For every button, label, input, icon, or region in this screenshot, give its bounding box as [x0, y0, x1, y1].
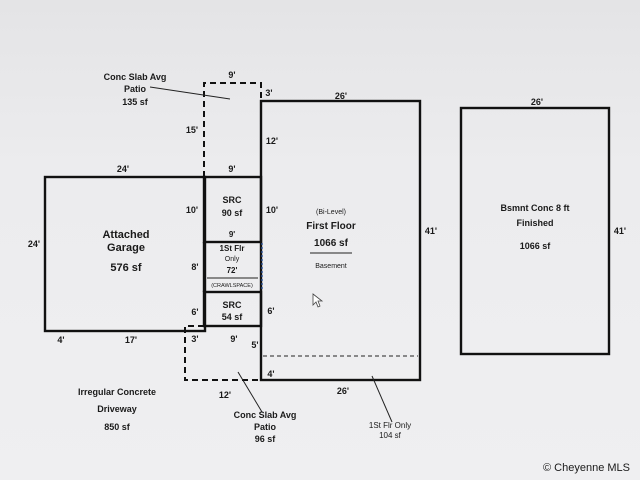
dim-first-floor-right: 41': [425, 226, 437, 236]
crawl-note: (CRAWLSPACE): [211, 283, 253, 289]
garage-name-2: Garage: [107, 242, 145, 254]
dim-step-top: 3': [265, 88, 272, 98]
dim-first-floor-left-bottom: 4': [267, 369, 274, 379]
dim-first-floor-left-top: 12': [266, 136, 278, 146]
garage-area: 576 sf: [110, 262, 142, 274]
garage-name-1: Attached: [102, 229, 149, 241]
dim-garage-bottom: 17': [125, 335, 137, 345]
basement-outline: [459, 106, 611, 356]
src1-name: SRC: [222, 195, 242, 205]
bilevel-note: (Bi-Level): [316, 209, 346, 216]
dim-bsmt-right: 41': [614, 226, 626, 236]
dim-garage-left: 24': [28, 239, 40, 249]
patio-top-area: 135 sf: [122, 97, 149, 107]
patio-top-sub: Patio: [124, 84, 147, 94]
dim-garage-bottom-left: 4': [57, 335, 64, 345]
first-floor-only-name: 1St Flr Only: [369, 421, 411, 430]
patio-top-outline: [203, 82, 262, 177]
dim-src2-right: 6': [267, 306, 274, 316]
dim-patio-top-side: 15': [186, 125, 198, 135]
dim-patio-bottom-depth: 12': [219, 390, 231, 400]
first-floor-outline: [259, 99, 422, 382]
dim-patio-bottom-width: 9': [230, 334, 237, 344]
leader-first-floor-only: [371, 375, 393, 423]
copyright-watermark: © Cheyenne MLS: [543, 462, 630, 474]
leader-patio-top: [149, 86, 231, 100]
crawl-name: 1St Flr: [220, 244, 245, 253]
driveway-name-2: Driveway: [97, 404, 137, 414]
bsmt-area: 1066 sf: [520, 241, 552, 251]
dim-src1-left: 10': [186, 205, 198, 215]
crawl-only: Only: [225, 256, 240, 263]
garage-outline: [43, 175, 207, 333]
dim-crawl-left: 8': [191, 262, 198, 272]
basement-note: Basement: [315, 263, 347, 270]
driveway-area: 850 sf: [104, 422, 131, 432]
dim-patio-top-width: 9': [228, 70, 235, 80]
first-floor-only-area: 104 sf: [379, 431, 402, 440]
patio-bottom-area: 96 sf: [255, 434, 277, 444]
src1-area: 90 sf: [222, 208, 244, 218]
dim-first-floor-width-top: 26': [335, 91, 347, 101]
mouse-cursor-icon: [312, 293, 324, 308]
dim-src1-right: 10': [266, 205, 278, 215]
first-floor-name: First Floor: [306, 221, 356, 232]
patio-bottom-sub: Patio: [254, 422, 277, 432]
patio-bottom-outline: [184, 325, 261, 381]
dim-first-floor-width-bottom: 26': [337, 386, 349, 396]
dim-crawl-top: 9': [229, 230, 235, 239]
dim-step-bottom: 5': [251, 340, 258, 350]
dim-garage-top: 24': [117, 164, 129, 174]
first-floor-area: 1066 sf: [314, 238, 349, 249]
bsmt-name-2: Finished: [516, 218, 553, 228]
dim-patio-bottom-step: 3': [191, 334, 198, 344]
dim-src2-left: 6': [191, 307, 198, 317]
driveway-name-1: Irregular Concrete: [78, 387, 156, 397]
patio-top-name: Conc Slab Avg: [104, 72, 167, 82]
src2-name: SRC: [222, 300, 242, 310]
patio-bottom-name: Conc Slab Avg: [234, 410, 297, 420]
crawl-area: 72': [227, 266, 238, 275]
src2-area: 54 sf: [222, 312, 244, 322]
dim-bsmt-width: 26': [531, 97, 543, 107]
dim-src1-top: 9': [228, 164, 235, 174]
bsmt-name-1: Bsmnt Conc 8 ft: [500, 203, 569, 213]
leader-patio-bottom: [237, 371, 263, 413]
